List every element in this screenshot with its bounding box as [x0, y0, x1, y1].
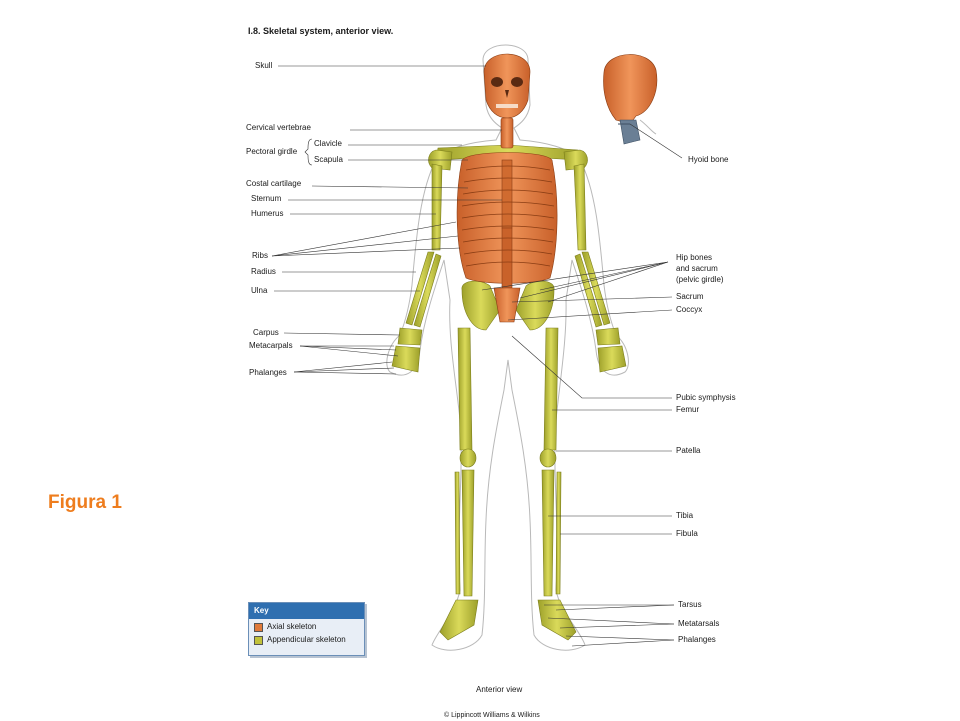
label-hip-bones-line1: Hip bones: [676, 253, 713, 262]
label-hyoid-bone: Hyoid bone: [688, 155, 729, 164]
label-ulna: Ulna: [251, 286, 268, 295]
label-tibia: Tibia: [676, 511, 694, 520]
copyright-notice: © Lippincott Williams & Wilkins: [444, 712, 540, 719]
label-phalanges-hand: Phalanges: [249, 368, 287, 377]
label-costal-cartilage: Costal cartilage: [246, 179, 302, 188]
key-item-appendicular: Appendicular skeleton: [249, 634, 364, 645]
label-hip-bones-line3: (pelvic girdle): [676, 275, 724, 284]
label-sacrum: Sacrum: [676, 292, 704, 301]
key-item-appendicular-label: Appendicular skeleton: [267, 635, 346, 644]
body-outline: [386, 44, 629, 651]
label-cervical-vertebrae: Cervical vertebrae: [246, 123, 311, 132]
figure-title: I.8. Skeletal system, anterior view.: [248, 26, 394, 36]
label-hip-bones-line2: and sacrum: [676, 264, 718, 273]
label-metacarpals: Metacarpals: [249, 341, 293, 350]
axial-swatch: [254, 623, 263, 632]
key-heading: Key: [249, 603, 364, 619]
key-item-axial-label: Axial skeleton: [267, 622, 317, 631]
label-tarsus: Tarsus: [678, 600, 702, 609]
label-radius: Radius: [251, 267, 276, 276]
label-humerus: Humerus: [251, 209, 284, 218]
label-sternum: Sternum: [251, 194, 282, 203]
label-skull: Skull: [255, 61, 273, 70]
label-pubic-symphysis: Pubic symphysis: [676, 393, 736, 402]
label-pectoral-girdle: Pectoral girdle: [246, 147, 298, 156]
axial-skeleton: [456, 53, 658, 323]
figure-label: Figura 1: [48, 492, 122, 513]
leader-lines: [271, 65, 683, 647]
label-carpus: Carpus: [253, 328, 279, 337]
label-fibula: Fibula: [676, 529, 698, 538]
label-femur: Femur: [676, 405, 700, 414]
label-clavicle: Clavicle: [314, 139, 343, 148]
label-coccyx: Coccyx: [676, 305, 703, 314]
appendicular-swatch: [254, 636, 263, 645]
label-ribs: Ribs: [252, 251, 269, 260]
label-patella: Patella: [676, 446, 701, 455]
label-scapula: Scapula: [314, 155, 343, 164]
label-phalanges-foot: Phalanges: [678, 635, 716, 644]
key-legend: Key Axial skeleton Appendicular skeleton: [248, 602, 365, 656]
skull-features: [491, 77, 523, 108]
hyoid-neck-inset: [618, 119, 657, 145]
appendicular-skeleton: [391, 144, 627, 641]
rib-lines: [461, 165, 555, 267]
key-item-axial: Axial skeleton: [249, 621, 364, 632]
label-metatarsals: Metatarsals: [678, 619, 720, 628]
view-caption: Anterior view: [476, 685, 523, 694]
